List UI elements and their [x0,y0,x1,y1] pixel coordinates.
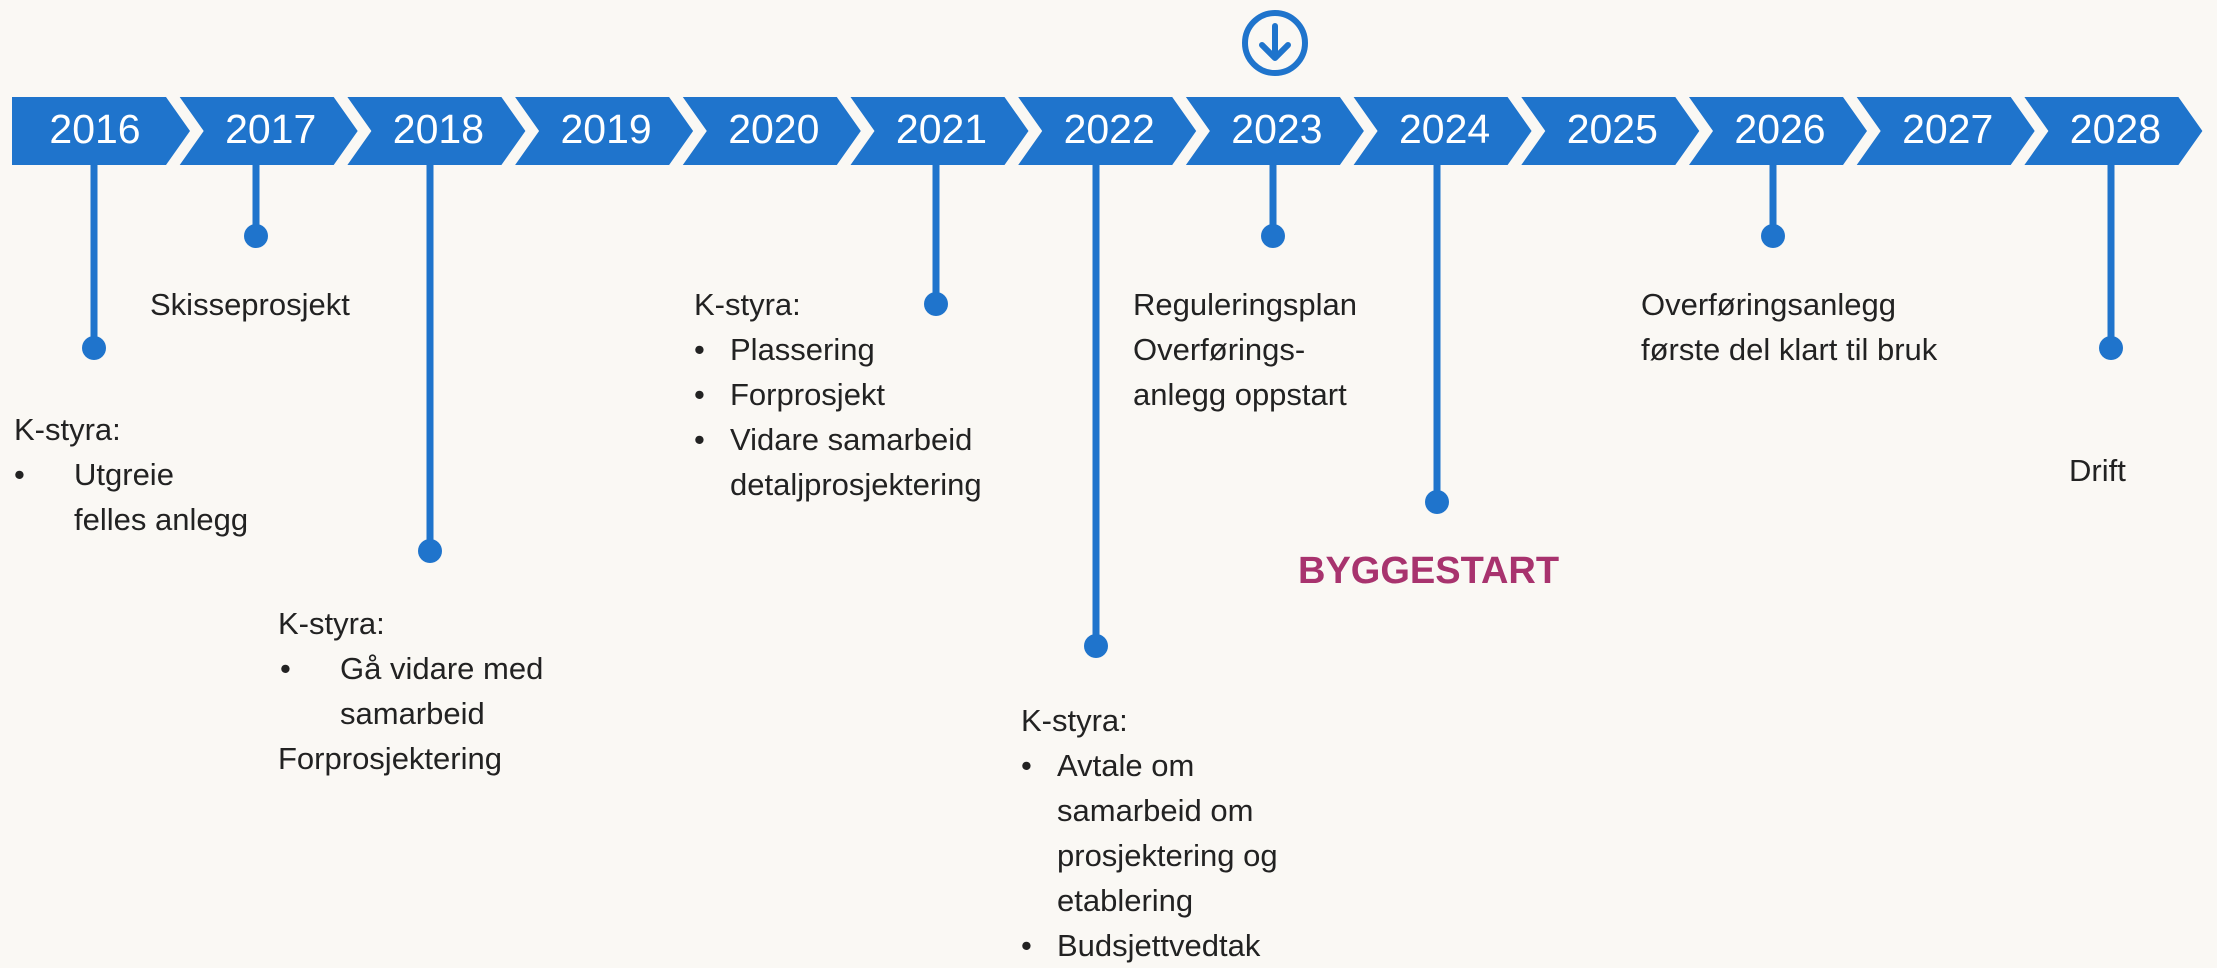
year-label-2017: 2017 [225,105,317,152]
year-label-2025: 2025 [1566,105,1658,152]
note-item: prosjektering og [1057,838,1278,873]
note-item: etablering [1057,883,1194,918]
year-chevron-2023 [1185,97,1364,165]
year-chevron-2024 [1353,97,1532,165]
note-heading: K-styra: [1021,703,1128,738]
year-label-2022: 2022 [1063,105,1155,152]
note-line: Reguleringsplan [1133,287,1358,322]
note-2023: Reguleringsplan Overførings- anlegg opps… [1133,282,1357,417]
note-item: Plassering [730,332,875,367]
year-label-2018: 2018 [392,105,484,152]
note-heading: K-styra: [278,606,385,641]
note-item: detaljprosjektering [730,467,982,502]
year-chevron-2020 [682,97,861,165]
year-label-2028: 2028 [2069,105,2161,152]
year-chevron-2016 [12,97,190,165]
note-2017: Skisseprosjekt [150,282,350,327]
year-label-2027: 2027 [1902,105,1994,152]
note-2028: Drift [2069,448,2126,493]
milestone-dot-2028 [2099,336,2123,360]
year-chevron-2025 [1521,97,1700,165]
note-item: Vidare samarbeid [730,422,973,457]
milestone-dot-2024 [1425,490,1449,514]
note-text: Drift [2069,453,2126,488]
note-item: samarbeid [340,696,485,731]
note-heading: K-styra: [14,412,121,447]
milestone-dot-2022 [1084,634,1108,658]
year-label-2016: 2016 [49,105,141,152]
note-item: samarbeid om [1057,793,1254,828]
milestone-dot-2023 [1261,224,1285,248]
note-2022: K-styra: • Avtale om samarbeid om prosjek… [1021,698,1278,968]
construction-start-label: BYGGESTART [1298,550,1560,592]
year-label-2020: 2020 [728,105,820,152]
note-2018: K-styra: • Gå vidare med samarbeid Forpro… [278,601,543,781]
year-chevron-2018 [347,97,526,165]
note-line: anlegg oppstart [1133,377,1347,412]
note-line: første del klart til bruk [1641,332,1938,367]
year-label-2026: 2026 [1734,105,1826,152]
year-label-2023: 2023 [1231,105,1323,152]
note-item: Avtale om [1057,748,1195,783]
note-2026: Overføringsanlegg første del klart til b… [1641,282,1937,372]
note-item: Utgreie [74,457,174,492]
note-text: Skisseprosjekt [150,287,350,322]
year-chevron-2021 [850,97,1029,165]
year-chevron-2019 [515,97,694,165]
note-item: Forprosjekt [730,377,886,412]
note-2016: K-styra: • Utgreie felles anlegg [14,407,248,542]
year-chevron-2022 [1018,97,1197,165]
arrow-down-circle-icon [1242,10,1308,76]
bullet: • [694,377,705,412]
note-item: felles anlegg [74,502,249,537]
note-2021: K-styra: • Plassering • Forprosjekt • Vidar… [694,282,982,507]
year-chevron-2017 [179,97,358,165]
bullet: • [14,457,25,492]
note-item: Budsjettvedtak [1057,928,1261,963]
year-label-2024: 2024 [1398,105,1491,152]
note-line: Overføringsanlegg [1641,287,1897,322]
year-chevron-2027 [1856,97,2035,165]
note-heading: K-styra: [694,287,801,322]
note-tail: Forprosjektering [278,741,502,776]
note-item: Gå vidare med [340,651,544,686]
year-chevron-2028 [2024,97,2203,165]
bullet: • [694,422,705,457]
milestone-dot-2026 [1761,224,1785,248]
milestone-dot-2016 [82,336,106,360]
year-chevron-2026 [1689,97,1867,165]
year-label-2019: 2019 [560,105,652,152]
milestone-dot-2018 [418,539,442,563]
bullet: • [280,651,291,686]
bullet: • [694,332,705,367]
bullet: • [1021,748,1032,783]
milestone-dot-2021 [924,292,948,316]
year-label-2021: 2021 [895,105,988,152]
bullet: • [1021,928,1032,963]
note-line: Overførings- [1133,332,1306,367]
milestone-dot-2017 [244,224,268,248]
